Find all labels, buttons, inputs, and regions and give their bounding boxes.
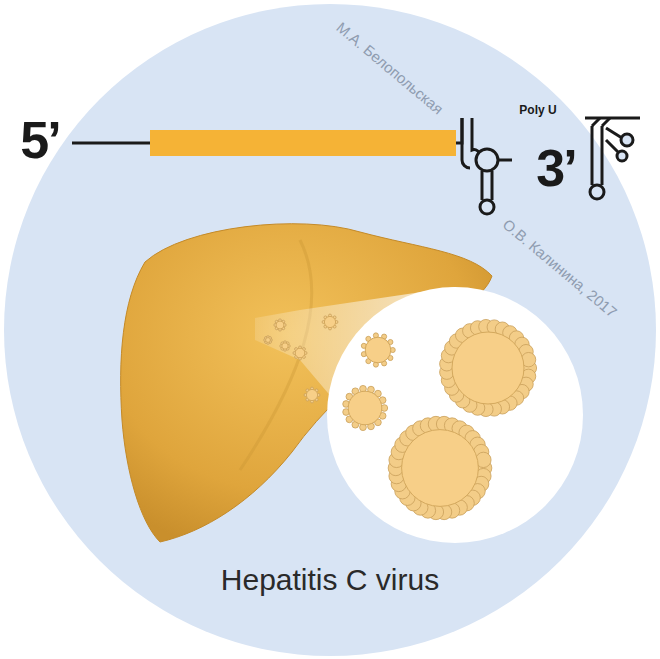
background-circle [4, 4, 656, 656]
virus-particle [361, 333, 395, 367]
virus-core [306, 389, 317, 400]
virus-particle [440, 319, 537, 416]
figure-caption: Hepatitis C virus [221, 565, 439, 595]
virus-particle [280, 341, 290, 351]
virus-particle [343, 385, 388, 430]
virus-core [402, 430, 479, 507]
virus-particle [304, 387, 320, 403]
end-label: 5’ [20, 114, 59, 166]
end-label: 3’ [536, 142, 575, 194]
virus-particle [322, 314, 338, 330]
stem-loops [456, 118, 640, 214]
virus-core [365, 337, 391, 363]
tail-label: Poly U [519, 104, 556, 116]
virus-core [266, 338, 271, 343]
virus-core [276, 321, 284, 329]
virus-core [348, 391, 382, 425]
virus-particle [293, 346, 307, 360]
coding-region-bar [150, 130, 456, 156]
virus-core [452, 332, 524, 404]
virus-core [324, 316, 335, 327]
virus-core [282, 343, 288, 349]
virus-particles [264, 314, 537, 520]
liver-lobe-line [240, 240, 312, 470]
virus-particle [274, 319, 286, 331]
virus-core [295, 348, 305, 358]
genome-line [72, 142, 150, 145]
virus-particle [388, 416, 492, 519]
virus-particle [264, 336, 273, 345]
magnifier-circle [327, 287, 583, 543]
